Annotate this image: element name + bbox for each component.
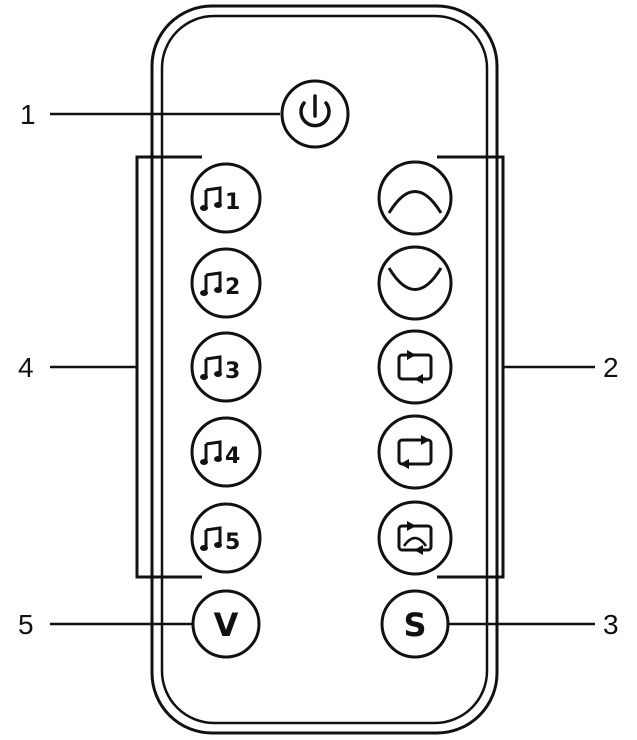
music-note-icon bbox=[200, 186, 222, 211]
arc-down-icon bbox=[387, 267, 443, 291]
callout-label-2: 2 bbox=[603, 352, 619, 383]
arc-down-button[interactable] bbox=[377, 245, 453, 321]
music-button-4[interactable]: 4 bbox=[190, 416, 262, 488]
callout-label-1: 1 bbox=[20, 99, 36, 130]
music-button-number: 4 bbox=[225, 444, 240, 469]
music-note-icon bbox=[200, 526, 222, 551]
music-button-3[interactable]: 3 bbox=[190, 331, 262, 403]
remote-outer-outline bbox=[150, 4, 499, 735]
arc-up-button[interactable] bbox=[377, 160, 453, 236]
s-button-label: S bbox=[403, 606, 426, 644]
callout-label-4: 4 bbox=[18, 352, 34, 383]
music-note-icon bbox=[200, 355, 222, 380]
s-button[interactable]: S bbox=[380, 589, 450, 659]
music-button-number: 1 bbox=[225, 190, 240, 215]
power-button[interactable] bbox=[280, 79, 350, 149]
power-icon bbox=[299, 94, 331, 128]
music-note-icon bbox=[200, 271, 222, 296]
loop-button-2[interactable] bbox=[377, 414, 453, 490]
music-button-5[interactable]: 5 bbox=[190, 502, 262, 574]
v-button[interactable]: V bbox=[191, 589, 261, 659]
v-button-label: V bbox=[214, 606, 239, 644]
music-button-number: 5 bbox=[225, 530, 240, 555]
callout-label-3: 3 bbox=[603, 609, 619, 640]
music-button-1[interactable]: 1 bbox=[190, 162, 262, 234]
loop-icon bbox=[397, 350, 433, 384]
loop-arc-button[interactable] bbox=[377, 500, 453, 576]
loop-arc-icon bbox=[397, 521, 433, 555]
music-button-2[interactable]: 2 bbox=[190, 247, 262, 319]
loop-icon bbox=[397, 435, 433, 469]
remote-inner-outline bbox=[160, 14, 489, 725]
music-button-number: 3 bbox=[225, 359, 240, 384]
music-note-icon bbox=[200, 440, 222, 465]
arc-up-icon bbox=[387, 190, 443, 214]
loop-button-1[interactable] bbox=[377, 329, 453, 405]
callout-label-5: 5 bbox=[18, 609, 34, 640]
music-button-number: 2 bbox=[225, 275, 240, 300]
